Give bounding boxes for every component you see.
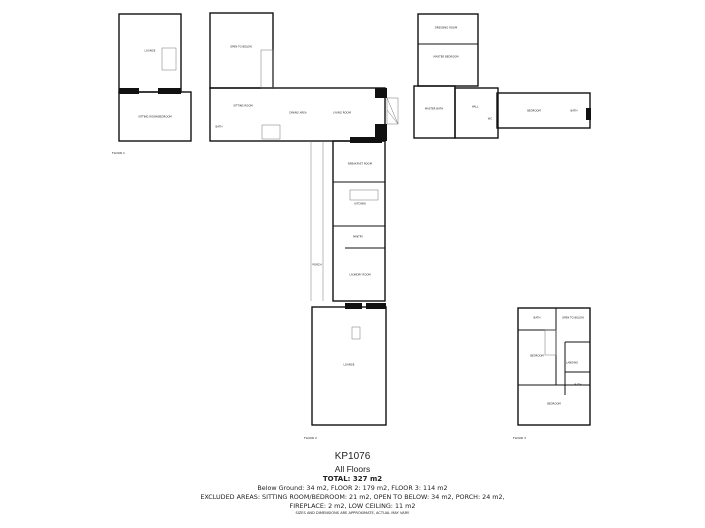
stairs xyxy=(261,124,281,140)
total-area: TOTAL: 327 m2 xyxy=(322,475,383,483)
room-label-porch: PORCH xyxy=(312,263,322,267)
f3-walls xyxy=(517,307,591,426)
room-label-open-below: OPEN TO BELOW xyxy=(230,45,252,49)
room-label-wc: WC xyxy=(487,117,493,121)
room-label-f3-bath: BATH xyxy=(533,316,541,320)
excluded-areas-2: FIREPLACE: 2 m2, LOW CEILING: 11 m2 xyxy=(289,502,416,510)
stairs xyxy=(161,47,177,71)
room-label-bath-e: BATH xyxy=(570,109,578,113)
room-label-master-bath: MASTER BATH xyxy=(424,107,444,111)
plan-code: KP1076 xyxy=(334,451,371,462)
room-label-bath: BATH xyxy=(215,125,223,129)
floor-areas: Below Ground: 34 m2, FLOOR 2: 179 m2, FL… xyxy=(257,484,448,492)
room-label-hall: HALL xyxy=(471,105,479,109)
room-label-master-bed: MASTER BEDROOM xyxy=(433,55,459,59)
room-label-living: LIVING ROOM xyxy=(333,111,351,115)
room-label-kitchen: KITCHEN xyxy=(354,202,366,206)
plan-subtitle: All Floors xyxy=(334,464,371,474)
stairs xyxy=(260,49,274,89)
fireplace xyxy=(386,97,399,125)
room-label-f3-landing: LANDING xyxy=(566,361,578,365)
room-label-f1-sitting: SITTING ROOM/BEDROOM xyxy=(138,115,172,119)
room-label-sitting: SITTING ROOM xyxy=(233,104,253,108)
floor-label-1: FLOOR 1 xyxy=(112,151,125,155)
room-label-pantry: PANTRY xyxy=(353,235,363,239)
stairs xyxy=(544,329,557,356)
hall-walls xyxy=(454,87,499,139)
room-label-dining: DINING AREA xyxy=(289,111,307,115)
master-walls xyxy=(417,13,479,87)
open-below-walls xyxy=(209,12,274,89)
disclaimer: SIZES AND DIMENSIONS ARE APPROXIMATE, AC… xyxy=(295,511,410,515)
room-label-laundry: LAUNDRY ROOM xyxy=(349,273,371,277)
room-label-f3-bath2: BATH xyxy=(574,383,582,387)
room-label-f3-open: OPEN TO BELOW xyxy=(562,316,584,320)
room-label-f3-bedroom1: BEDROOM xyxy=(530,354,544,358)
excluded-areas-1: EXCLUDED AREAS: SITTING ROOM/BEDROOM: 21… xyxy=(200,493,505,501)
room-label-breakfast: BREAKFAST ROOM xyxy=(348,162,372,166)
room-label-bedroom-e: BEDROOM xyxy=(527,109,541,113)
room-label-f1-lounge: LOUNGE xyxy=(144,49,156,53)
floor-label-2: FLOOR 2 xyxy=(304,436,317,440)
master-bath-walls xyxy=(413,85,456,139)
room-label-lounge2: LOUNGE xyxy=(343,363,355,367)
room-label-f3-bedroom2: BEDROOM xyxy=(547,402,561,406)
room-label-dressing: DRESSING ROOM xyxy=(434,26,458,30)
floor-label-3: FLOOR 3 xyxy=(513,436,526,440)
